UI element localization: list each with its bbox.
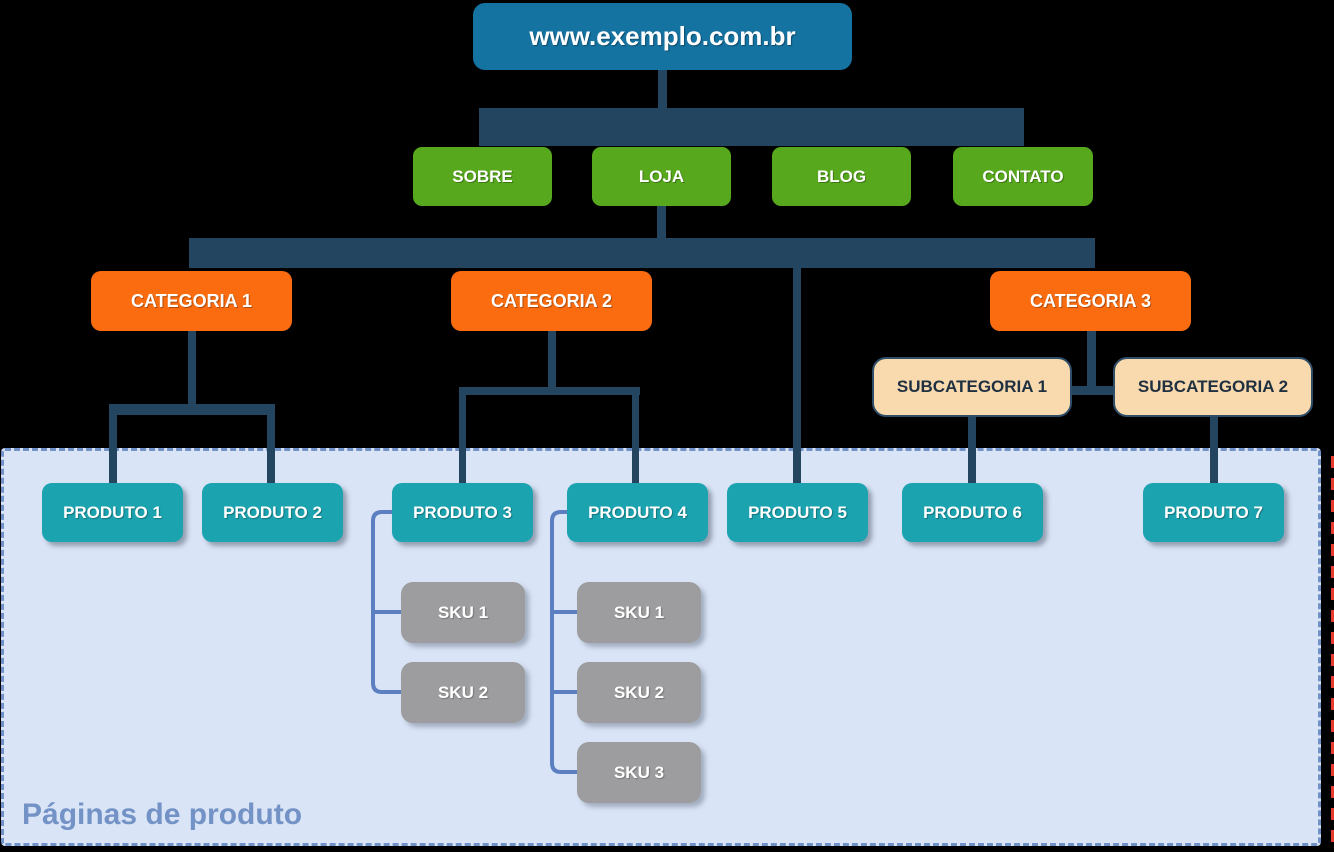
product-pages-region-label: Páginas de produto [22, 798, 303, 831]
connector-produto5-stem [793, 267, 801, 483]
connector-loja-stem [657, 206, 666, 239]
category-node-2: CATEGORIA 2 [451, 271, 652, 331]
clipped-red-dashed-edge [1331, 456, 1334, 852]
subcategory-node-2: SUBCATEGORIA 2 [1113, 357, 1313, 417]
connector-root-stem [658, 70, 667, 109]
sku-node-p3-2: SKU 2 [401, 662, 525, 723]
product-node-2: PRODUTO 2 [202, 483, 343, 542]
product-node-7: PRODUTO 7 [1143, 483, 1284, 542]
connector-produto2-stem [267, 414, 275, 483]
product-node-5: PRODUTO 5 [727, 483, 868, 542]
product-node-3: PRODUTO 3 [392, 483, 533, 542]
product-node-6: PRODUTO 6 [902, 483, 1043, 542]
subcategory-node-1: SUBCATEGORIA 1 [872, 357, 1072, 417]
connector-produto4-stem [632, 394, 639, 483]
nav-node-loja: LOJA [592, 147, 731, 206]
connector-level1-bar [479, 108, 1024, 146]
nav-node-contato: CONTATO [953, 147, 1093, 206]
connector-produto1-stem [109, 414, 117, 483]
product-node-4: PRODUTO 4 [567, 483, 708, 542]
sku-node-p4-1: SKU 1 [577, 582, 701, 643]
connector-produto7-stem [1210, 416, 1218, 483]
connector-cat2-stem [548, 330, 556, 388]
nav-node-sobre: SOBRE [413, 147, 552, 206]
category-node-1: CATEGORIA 1 [91, 271, 292, 331]
category-node-3: CATEGORIA 3 [990, 271, 1191, 331]
connector-cat3-stem [1087, 331, 1096, 395]
connector-level2-bar [189, 238, 1095, 268]
connector-cat1-stem [188, 331, 196, 405]
product-node-1: PRODUTO 1 [42, 483, 183, 542]
connector-subcat-bar [1072, 386, 1113, 395]
connector-cat1-bar [109, 404, 275, 415]
connector-produto6-stem [968, 416, 976, 483]
connector-produto3-stem [459, 394, 466, 483]
sku-node-p4-3: SKU 3 [577, 742, 701, 803]
nav-node-blog: BLOG [772, 147, 911, 206]
root-node-homepage: www.exemplo.com.br [473, 3, 852, 70]
sku-node-p3-1: SKU 1 [401, 582, 525, 643]
sku-node-p4-2: SKU 2 [577, 662, 701, 723]
connector-cat2-bar [459, 387, 640, 395]
